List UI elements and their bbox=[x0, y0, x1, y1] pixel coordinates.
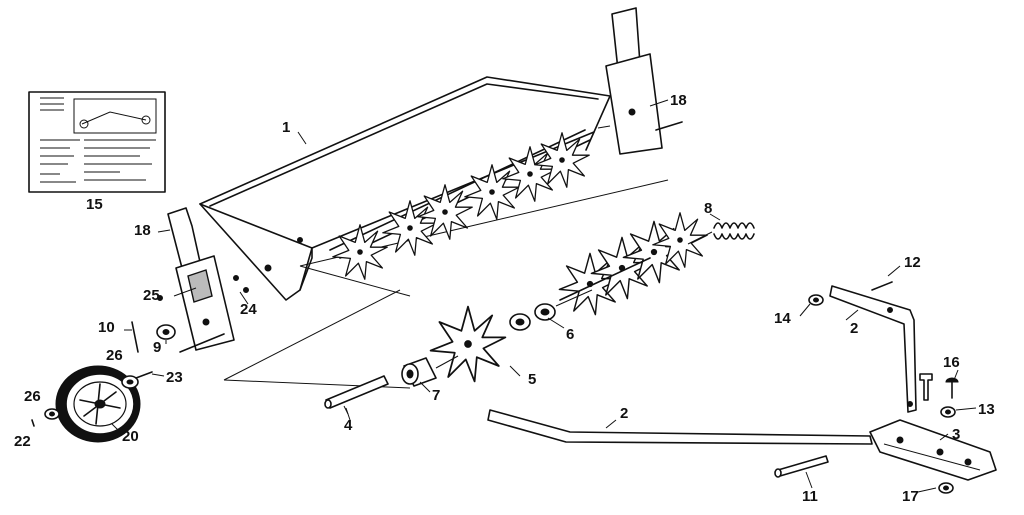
part-label-26-upper: 26 bbox=[106, 347, 123, 364]
part-label-4: 4 bbox=[344, 417, 353, 434]
part-label-7: 7 bbox=[432, 387, 441, 404]
spike-wheels-exploded bbox=[429, 212, 708, 383]
part-label-5: 5 bbox=[528, 371, 537, 388]
bushing-drawings bbox=[401, 289, 593, 387]
part-label-1: 1 bbox=[282, 119, 291, 136]
part-label-8: 8 bbox=[704, 200, 713, 217]
wheel-drawing bbox=[31, 365, 153, 443]
hopper-tray-drawing bbox=[199, 76, 611, 301]
handle-drawing bbox=[487, 285, 997, 481]
right-handle-bracket-drawing bbox=[605, 7, 683, 155]
left-handle-bracket-drawing bbox=[167, 207, 249, 351]
part-label-12: 12 bbox=[904, 254, 921, 271]
part-label-6: 6 bbox=[566, 326, 575, 343]
part-label-16: 16 bbox=[943, 354, 960, 371]
part-label-14: 14 bbox=[774, 310, 791, 327]
part-label-11: 11 bbox=[802, 488, 818, 505]
part-label-22: 22 bbox=[14, 433, 31, 450]
part-label-13: 13 bbox=[978, 401, 995, 418]
part-label-15: 15 bbox=[86, 196, 103, 213]
part-label-18-right: 18 bbox=[670, 92, 687, 109]
part-label-17: 17 bbox=[902, 488, 919, 505]
part-label-20: 20 bbox=[122, 428, 139, 445]
washer-bolt-drawings bbox=[131, 295, 225, 353]
owners-manual-drawing bbox=[28, 91, 166, 193]
handle-hardware-drawings bbox=[774, 281, 959, 494]
part-label-25: 25 bbox=[143, 287, 160, 304]
part-label-23: 23 bbox=[166, 369, 183, 386]
part-label-2-upper: 2 bbox=[850, 320, 859, 337]
part-label-3: 3 bbox=[952, 426, 961, 443]
part-label-2-lower: 2 bbox=[620, 405, 629, 422]
part-label-9: 9 bbox=[153, 339, 162, 356]
part-label-10: 10 bbox=[98, 319, 115, 336]
part-label-18-left: 18 bbox=[134, 222, 151, 239]
leader-lines bbox=[111, 99, 977, 493]
part-label-24: 24 bbox=[240, 301, 257, 318]
spring-drawing bbox=[687, 222, 755, 245]
axle-drawing bbox=[324, 375, 389, 415]
part-label-26-lower: 26 bbox=[24, 388, 41, 405]
